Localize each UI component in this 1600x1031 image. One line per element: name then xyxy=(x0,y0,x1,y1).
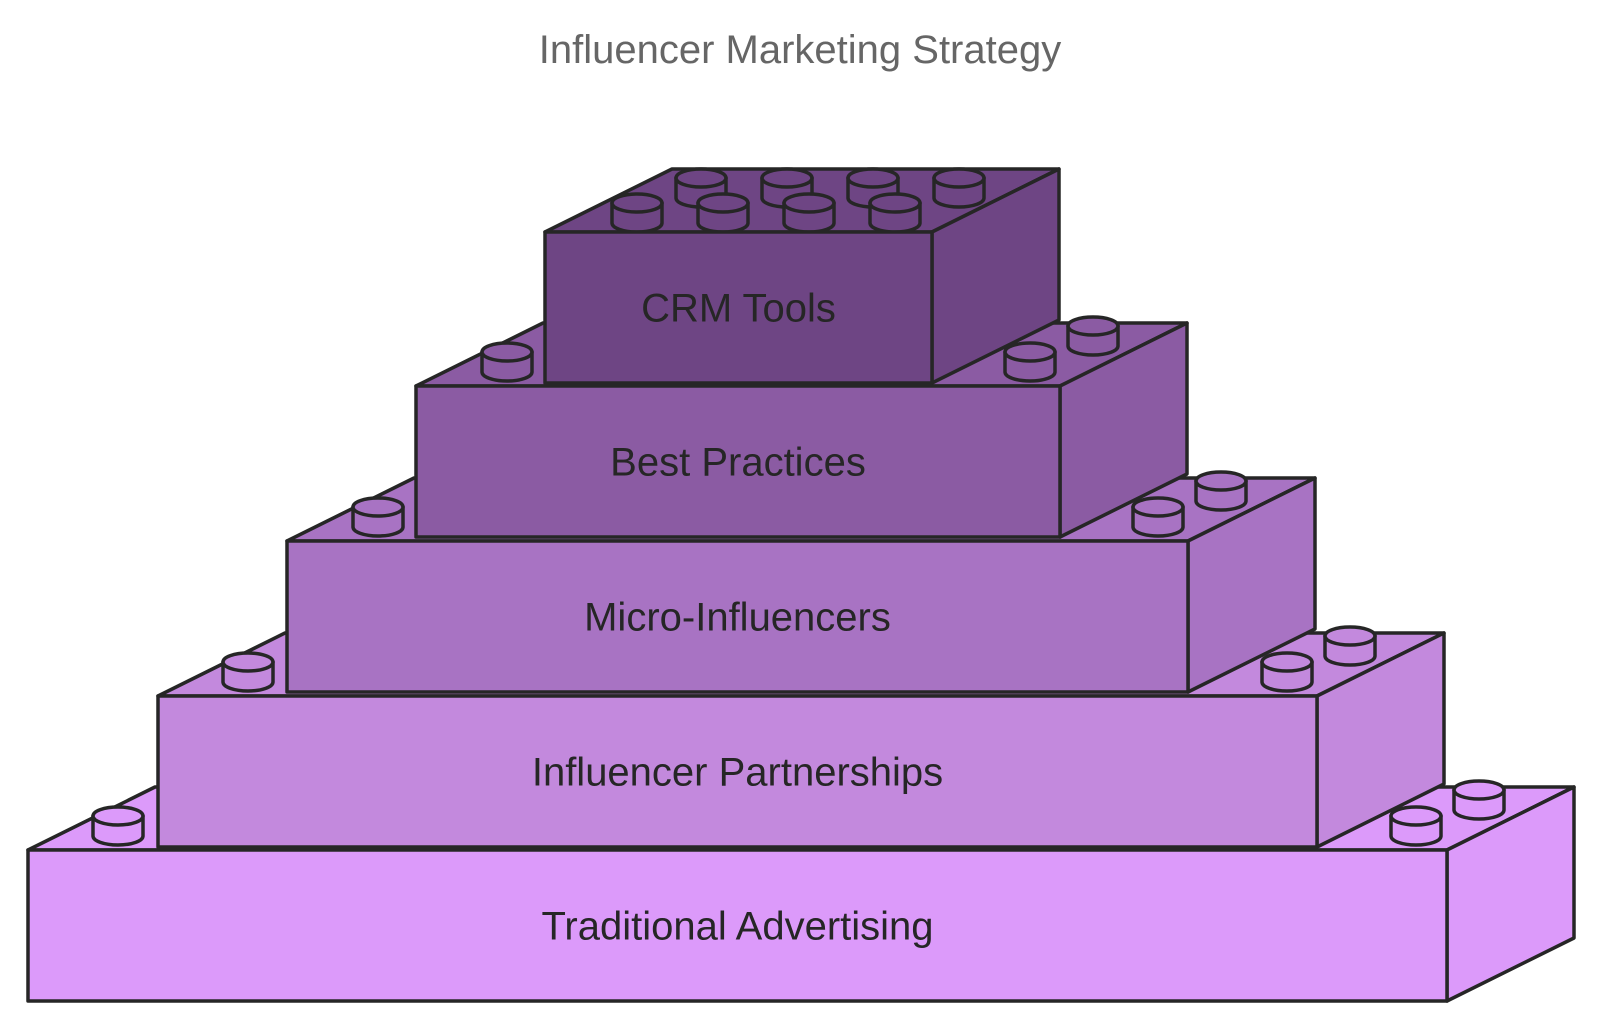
stud-top xyxy=(934,169,984,187)
stud-top xyxy=(353,498,403,516)
stud-top xyxy=(223,653,273,671)
brick-label: CRM Tools xyxy=(641,287,836,331)
brick-stud xyxy=(1262,653,1312,691)
stud-top xyxy=(1133,498,1183,516)
brick-stud xyxy=(353,498,403,536)
brick-label: Best Practices xyxy=(610,441,866,485)
brick-stack: Traditional Advertising Influencer Partne… xyxy=(28,169,1574,1001)
brick-stud xyxy=(1005,343,1055,381)
brick-stud xyxy=(1391,807,1441,845)
brick-stud xyxy=(784,194,834,232)
stud-top xyxy=(848,169,898,187)
brick-stud xyxy=(482,343,532,381)
stud-top xyxy=(1005,343,1055,361)
brick-stud xyxy=(612,194,662,232)
stud-top xyxy=(784,194,834,212)
brick-stud xyxy=(1196,472,1246,510)
stud-top xyxy=(676,169,726,187)
stud-top xyxy=(698,194,748,212)
brick-stud xyxy=(1133,498,1183,536)
stud-top xyxy=(612,194,662,212)
brick-stud xyxy=(1068,317,1118,355)
brick-label: Influencer Partnerships xyxy=(532,751,943,795)
stud-top xyxy=(482,343,532,361)
stud-top xyxy=(870,194,920,212)
diagram-title: Influencer Marketing Strategy xyxy=(539,28,1061,72)
stud-top xyxy=(1391,807,1441,825)
stud-top xyxy=(762,169,812,187)
brick-layer-1: CRM Tools xyxy=(545,169,1059,383)
brick-stud xyxy=(93,807,143,845)
brick-stud xyxy=(223,653,273,691)
stud-top xyxy=(1262,653,1312,671)
brick-stud xyxy=(1325,627,1375,665)
brick-stud xyxy=(934,169,984,207)
brick-stud xyxy=(698,194,748,232)
stud-top xyxy=(1196,472,1246,490)
brick-stud xyxy=(870,194,920,232)
stud-top xyxy=(1454,781,1504,799)
stud-top xyxy=(1325,627,1375,645)
brick-label: Micro-Influencers xyxy=(584,596,891,640)
stud-top xyxy=(93,807,143,825)
brick-label: Traditional Advertising xyxy=(541,905,933,949)
stud-top xyxy=(1068,317,1118,335)
brick-stud xyxy=(1454,781,1504,819)
